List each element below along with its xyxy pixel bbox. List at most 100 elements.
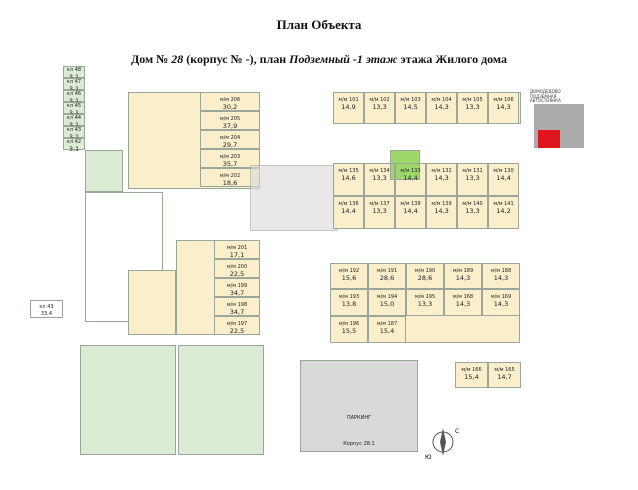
site-plan-parking-label: ПАРКИНГ [346, 415, 372, 421]
storage-grid-right [178, 345, 264, 455]
space-area: 14,3 [434, 206, 449, 215]
space-area: 14,5 [403, 102, 418, 111]
space-number: м/м 104 [431, 97, 452, 103]
space-number: м/м 191 [376, 268, 398, 274]
parking-block-left-bottom [176, 240, 260, 335]
site-plan-building-label: Корпус 28.1 [343, 441, 375, 447]
space-area: 14,4 [341, 206, 356, 215]
space-area: 3,1 [68, 120, 80, 129]
space-number: м/м 141 [493, 201, 514, 207]
space-area: 14,7 [497, 372, 512, 381]
space-area: 14,4 [403, 173, 418, 182]
space-area: 14,9 [341, 102, 356, 111]
space-area: 14,3 [493, 299, 509, 308]
space-number: м/м 189 [452, 268, 474, 274]
space-area: 13,3 [465, 206, 480, 215]
site-plan: ПАРКИНГ Корпус 28.1 [300, 360, 418, 452]
space-number: м/м 101 [338, 97, 359, 103]
space-area: 30,2 [222, 102, 238, 111]
space-number: кл 42 [66, 139, 82, 145]
space-area: 29,7 [222, 140, 238, 149]
storage-block-upper [85, 150, 123, 192]
space-number: м/м 138 [400, 201, 421, 207]
space-area: 14,2 [496, 206, 511, 215]
space-area: 13,3 [465, 173, 480, 182]
space-number: м/м 190 [414, 268, 436, 274]
subtitle-prefix: Дом № [130, 52, 169, 66]
space-area: 13,8 [341, 299, 357, 308]
storage-grid-left [80, 345, 176, 455]
space-area: 3,1 [68, 72, 80, 81]
space-number: кл 48 [66, 67, 82, 73]
space-area: 3,1 [68, 96, 80, 105]
space-area: 14,6 [341, 173, 356, 182]
space-number: м/м 200 [226, 264, 248, 270]
space-number: м/м 131 [462, 168, 483, 174]
space-number: м/м 206 [219, 97, 241, 103]
space-area: 14,4 [496, 173, 511, 182]
parking-block-left-top [128, 92, 260, 189]
minimap: ДОМОДЕДОВО ПОДЗЕМНАЯ АВТОСТОЯНКА [530, 89, 588, 150]
space-area: 3,1 [68, 108, 80, 117]
space-area: 22,5 [229, 269, 245, 278]
space-number: м/м 166 [461, 367, 482, 373]
space-area: 14,3 [434, 173, 449, 182]
space-area: 3,1 [68, 144, 80, 153]
space-area: 34,7 [229, 307, 245, 316]
space-area: 13,3 [465, 102, 480, 111]
space-number: м/м 194 [376, 294, 398, 300]
subtitle-end: этажа Жилого дома [400, 52, 508, 66]
space-number: м/м 105 [462, 97, 483, 103]
